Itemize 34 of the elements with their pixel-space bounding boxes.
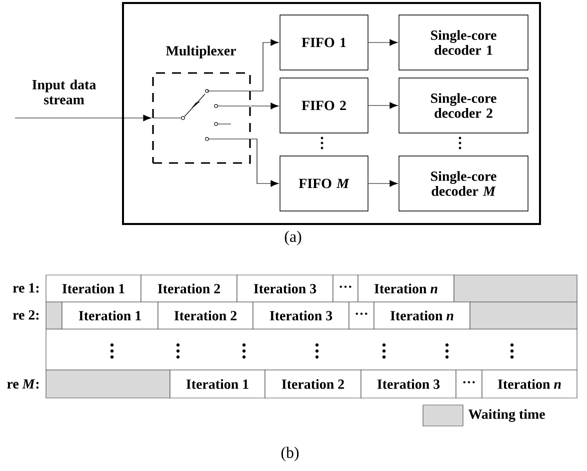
arrow xyxy=(250,138,279,187)
row-label: re 1: xyxy=(12,283,39,293)
process-box: FIFO M xyxy=(280,156,368,212)
arrow xyxy=(250,102,279,110)
timeline-cell: Iteration 1 xyxy=(46,274,142,302)
process-box: FIFO 2 xyxy=(280,78,368,134)
timeline-cell: Iteration 2 xyxy=(264,370,362,398)
arrow xyxy=(368,102,398,109)
arrow xyxy=(250,39,279,92)
multiplexer-label: Multiplexer xyxy=(166,46,236,58)
waiting-block xyxy=(470,302,578,330)
timeline-cell: ··· xyxy=(332,274,358,302)
timeline-cell: Iteration 2 xyxy=(158,302,254,330)
process-box: Single-core decoder 1 xyxy=(398,14,528,70)
arrow xyxy=(368,180,398,187)
panel-caption: (a) xyxy=(284,230,302,246)
timeline-cell: Iteration 1 xyxy=(62,302,158,330)
process-box: Single-core decoder 2 xyxy=(398,78,528,134)
arrow xyxy=(14,114,152,122)
legend-label: Waiting time xyxy=(468,409,545,422)
panel-caption: (b) xyxy=(281,446,299,462)
waiting-block xyxy=(454,274,578,302)
waiting-block xyxy=(46,302,62,330)
arrow xyxy=(368,39,398,46)
timeline-cell: Iteration 2 xyxy=(140,274,238,302)
process-box: Single-core decoder M xyxy=(398,156,528,212)
timeline-cell: Iteration 1 xyxy=(170,370,266,398)
process-box: FIFO 1 xyxy=(280,14,368,70)
waiting-block xyxy=(46,370,170,398)
timeline-cell: ··· xyxy=(348,302,374,330)
edge-label: Input data stream xyxy=(32,80,96,104)
outer-box xyxy=(122,2,541,225)
timeline-cell: ··· xyxy=(456,370,482,398)
row-label: re 2: xyxy=(12,310,39,320)
